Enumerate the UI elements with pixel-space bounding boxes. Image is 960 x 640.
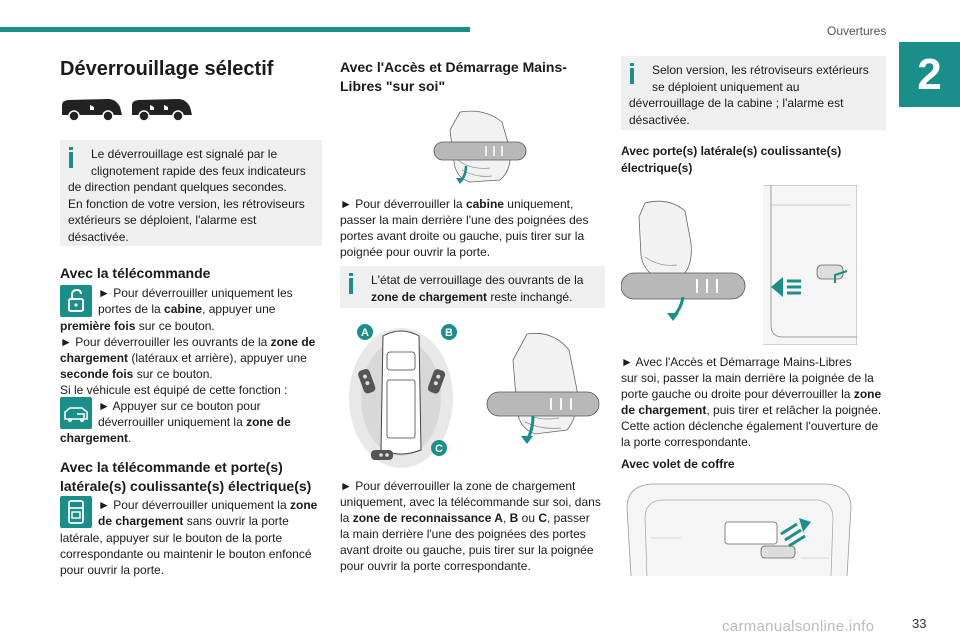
section-title: Ouvertures	[827, 24, 887, 38]
zone-a-label: A	[361, 327, 369, 339]
header-accent-bar	[0, 27, 470, 32]
info-icon	[349, 273, 353, 294]
remote-step-3-a: ► Appuyer sur ce bouton pour	[98, 399, 261, 413]
remote-step-2-a: ► Pour déverrouiller les ouvrants de la …	[60, 335, 316, 349]
load-zone-button-icon	[60, 397, 92, 429]
sliding-door-illustration	[621, 185, 857, 345]
tailgate-illustration	[626, 483, 852, 576]
info-box-mirrors: Selon version, les rétroviseurs extérieu…	[621, 56, 886, 130]
keyless-step-1-a: ► Pour déverrouiller la cabine uniquemen…	[340, 197, 574, 211]
heading-tailgate: Avec volet de coffre	[621, 457, 735, 471]
van-cabin-icon	[62, 99, 122, 122]
heading-keyless: Avec l'Accès et Démarrage Mains- Libres …	[340, 59, 567, 94]
remote-step-1-b: portes de la cabine, appuyer une	[98, 302, 276, 316]
sliding-step-a: ► Avec l'Accès et Démarrage Mains-Libres	[621, 355, 852, 369]
info-icon	[69, 147, 73, 168]
zone-step-b: uniquement, avec la télécommande sur soi…	[340, 495, 601, 509]
zone-step-c: la zone de reconnaissance A, B ou C, pas…	[340, 511, 590, 525]
chapter-tab: 2	[899, 42, 960, 107]
remote-step-2-b: chargement (latéraux et arrière), appuye…	[60, 351, 307, 365]
remote-step-3-b: déverrouiller uniquement la zone de	[98, 415, 291, 429]
hand-handle-illustration	[433, 110, 527, 184]
sliding-step-f: la porte correspondante.	[621, 435, 752, 449]
keyless-step-1-b: passer la main derrière l'une des poigné…	[340, 213, 589, 227]
sliding-step-b: sur soi, passer la main derrière la poig…	[621, 371, 874, 385]
info-box-unlock: Le déverrouillage est signalé par le cli…	[60, 140, 322, 246]
zone-step-d: la main derrière l'une des poignées des …	[340, 527, 586, 541]
zone-step-f: pour ouvrir la porte correspondante.	[340, 559, 531, 573]
remote-step-1-a: ► Pour déverrouiller uniquement les	[98, 286, 293, 300]
remote-condition: Si le véhicule est équipé de cette fonct…	[60, 383, 288, 397]
van-icons	[62, 99, 192, 122]
recognition-zones-diagram: A B C	[349, 324, 457, 468]
door-step-d: correspondante ou maintenir le bouton en…	[60, 547, 312, 561]
page-title: Déverrouillage sélectif	[60, 58, 274, 80]
key-fob-rear-icon	[371, 450, 393, 460]
heading-remote-door: Avec la télécommande et porte(s) latéral…	[60, 459, 312, 494]
info-box-lock-state: L'état de verrouillage des ouvrants de l…	[340, 266, 605, 308]
remote-step-1-c: première fois sur ce bouton.	[60, 319, 215, 333]
hand-handle-illustration-2	[486, 332, 600, 444]
door-step-e: pour ouvrir la porte.	[60, 563, 165, 577]
sliding-step-d: de chargement, puis tirer et relâcher la…	[621, 403, 882, 417]
sliding-step-e: Cette action déclenche également l'ouver…	[621, 419, 879, 433]
heading-remote: Avec la télécommande	[60, 265, 211, 281]
door-step-b: de chargement sans ouvrir la porte	[98, 514, 289, 528]
key-fob-left-icon	[358, 369, 376, 394]
keyless-step-1-d: poignée pour ouvrir la porte.	[340, 245, 491, 259]
zone-c-label: C	[435, 443, 443, 455]
remote-step-2-c: seconde fois sur ce bouton.	[60, 367, 213, 381]
zone-b-label: B	[445, 327, 453, 339]
keyless-step-1-c: portes avant droite ou gauche, puis tire…	[340, 229, 585, 243]
door-step-a: ► Pour déverrouiller uniquement la zone	[98, 498, 318, 512]
zone-step-a: ► Pour déverrouiller la zone de chargeme…	[340, 479, 576, 493]
remote-step-3-c: chargement.	[60, 431, 132, 445]
door-step-c: latérale, appuyer sur le bouton de la po…	[60, 531, 283, 545]
unlock-button-icon	[60, 285, 92, 317]
watermark: carmanualsonline.info	[722, 618, 875, 635]
zone-step-e: avant droite ou gauche, puis tirer sur l…	[340, 543, 594, 557]
page-number: 33	[912, 616, 927, 631]
sliding-door-button-icon	[60, 496, 92, 528]
key-fob-right-icon	[427, 369, 446, 394]
heading-sliding-door: Avec porte(s) latérale(s) coulissante(s)…	[621, 144, 842, 175]
info-icon	[630, 63, 634, 84]
van-full-icon	[132, 99, 192, 122]
sliding-step-c: porte gauche ou droite pour déverrouille…	[621, 387, 882, 401]
